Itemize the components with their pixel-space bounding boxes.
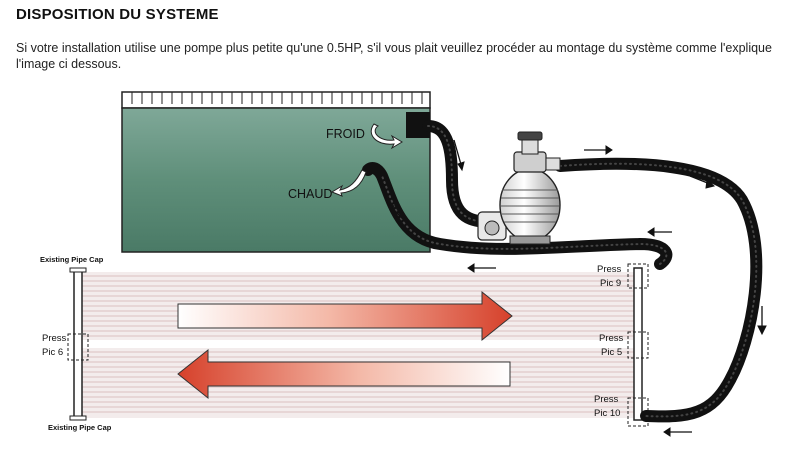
hoses [362,120,763,423]
solar-panel [80,272,640,418]
pool [121,91,431,253]
right-press-5-line2: Pic 5 [601,347,622,358]
right-press-10-line1: Press [594,394,619,405]
pipe-cap-top-label: Existing Pipe Cap [40,255,104,264]
page-title: DISPOSITION DU SYSTEME [16,6,219,23]
cold-label: FROID [326,127,365,141]
right-press-5-line1: Press [599,333,624,344]
right-press-9-line1: Press [597,264,622,275]
direction-arrows [387,139,767,437]
cold-flow-icon [370,123,403,150]
pipe-cap-bottom-label: Existing Pipe Cap [48,423,112,432]
right-press-10-line2: Pic 10 [594,408,620,419]
left-press-line1: Press [42,333,67,344]
right-press-9-line2: Pic 9 [600,278,621,289]
flow-arrow-right [177,290,513,342]
pump-filter [477,131,561,245]
left-header-pipe [67,267,89,421]
instruction-text: Si votre installation utilise une pompe … [16,41,772,71]
left-press-line2: Pic 6 [42,347,63,358]
hot-label: CHAUD [288,187,332,201]
right-header-pipe [627,263,649,427]
flow-arrow-left [177,348,511,400]
hot-flow-icon [330,169,367,197]
